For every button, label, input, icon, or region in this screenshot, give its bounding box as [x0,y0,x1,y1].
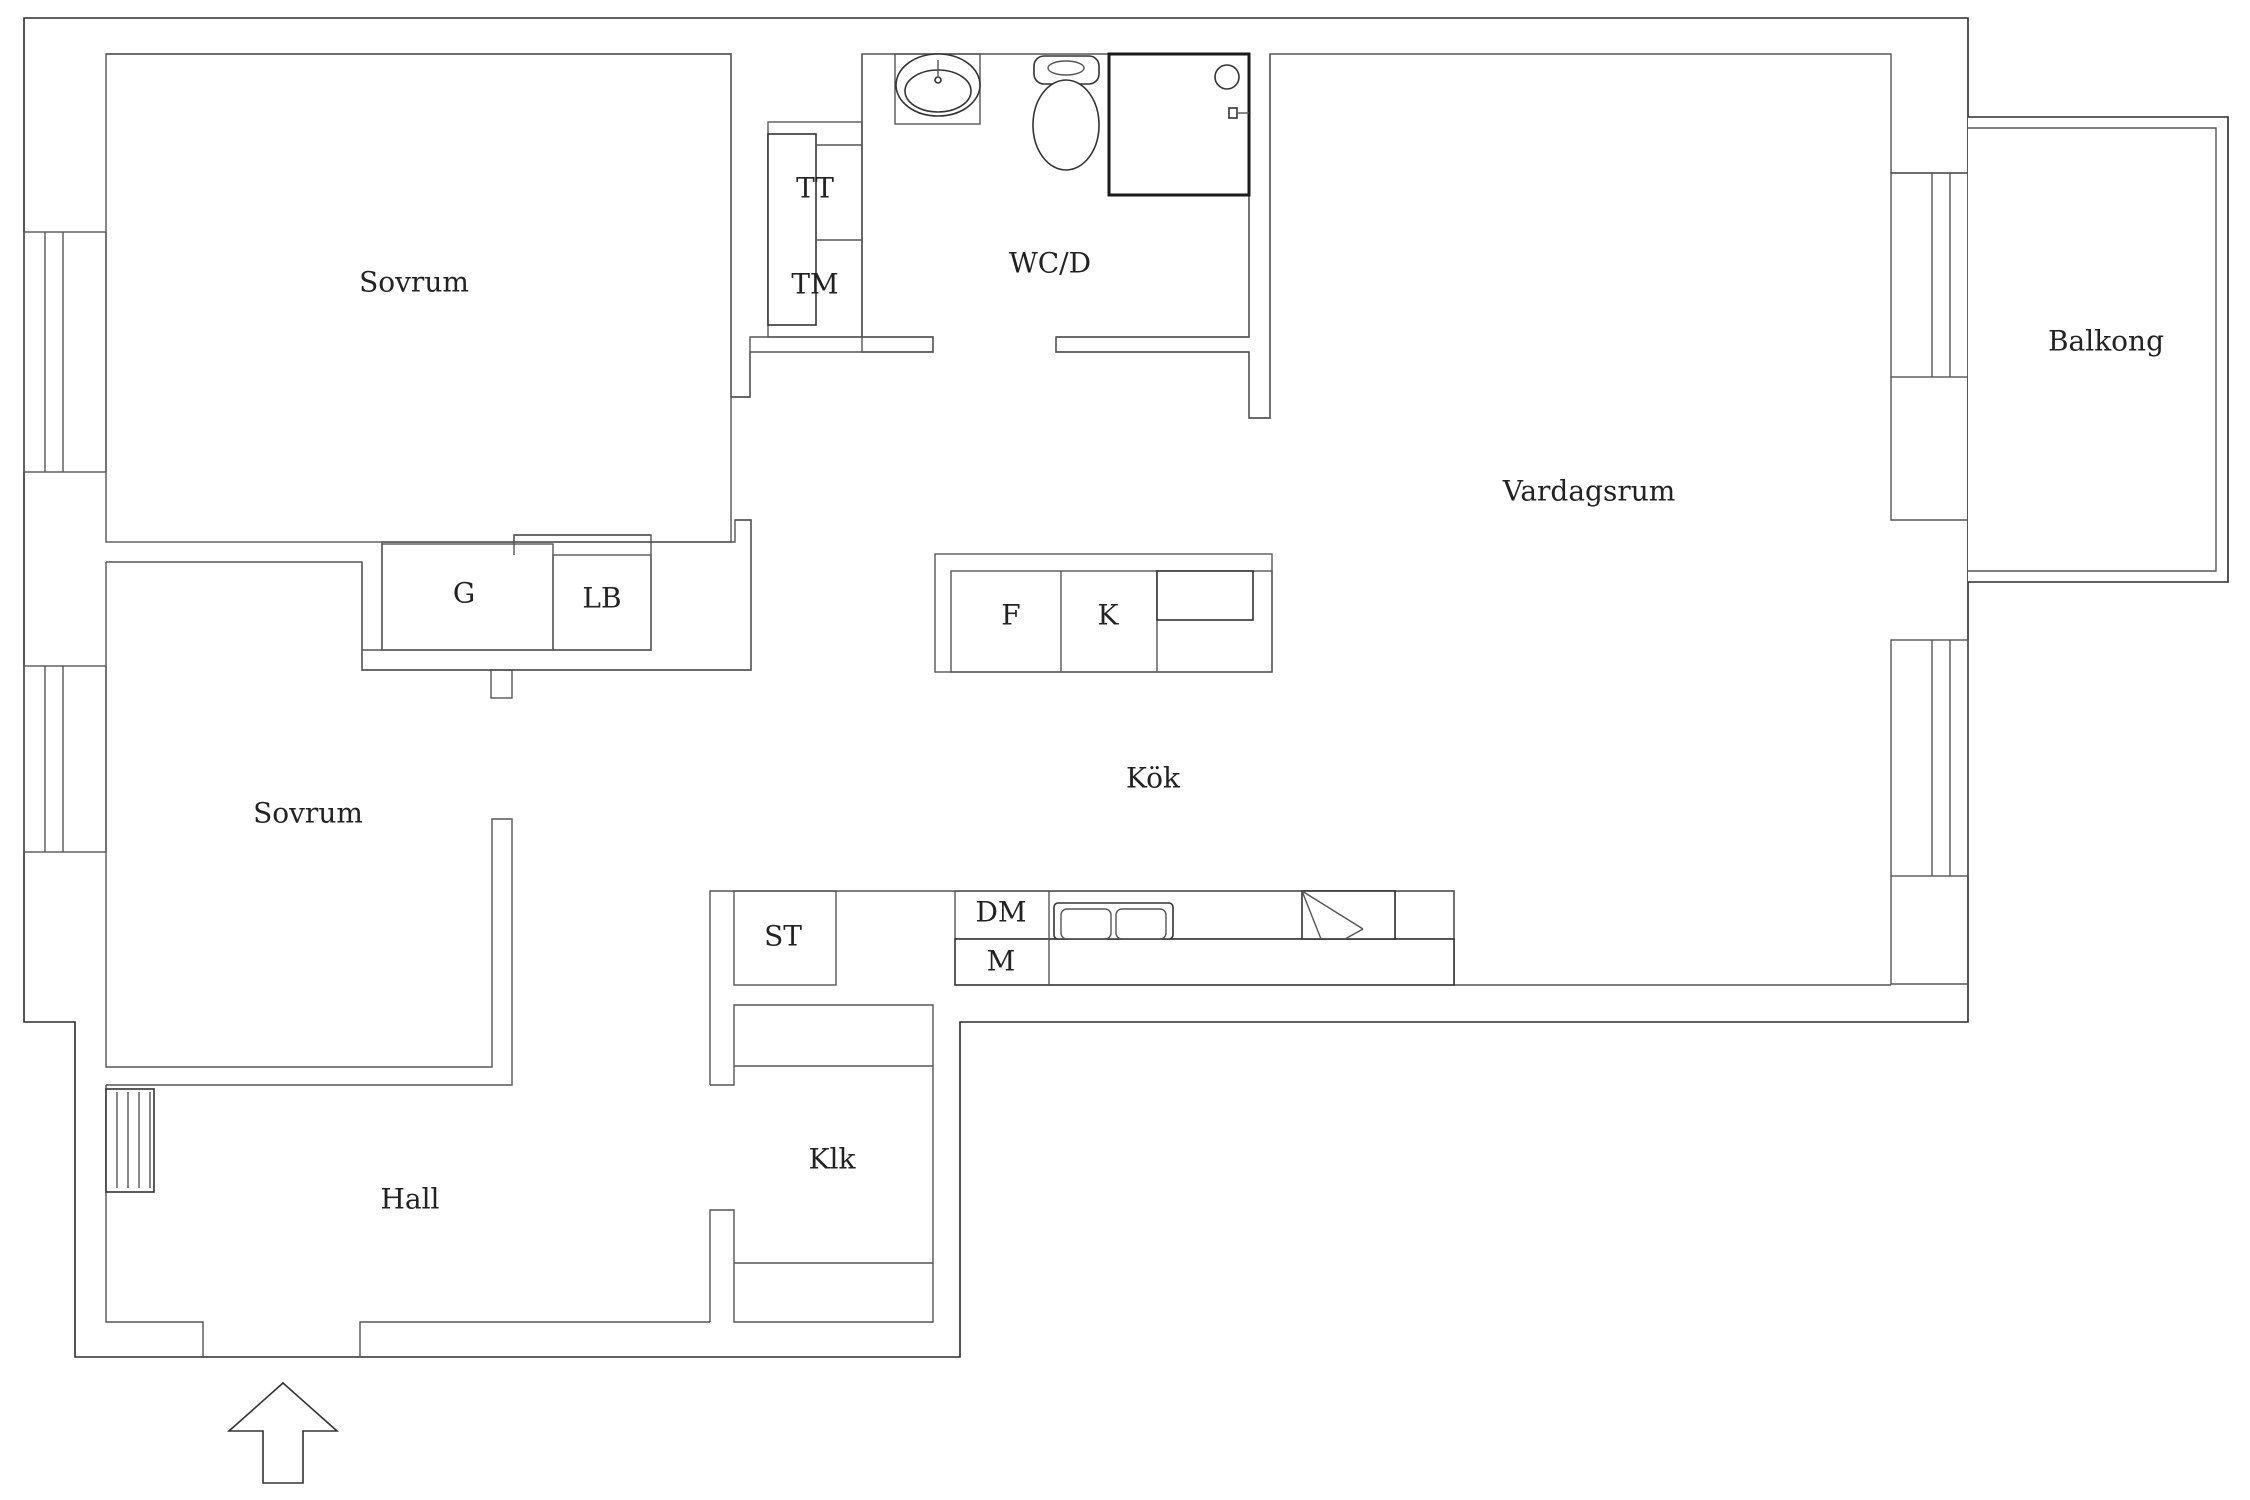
fixture-label-tt: TT [796,172,834,205]
hall-walls [105,1085,710,1357]
window-right-bottom [1890,639,1969,877]
sovrum-bottom-walls [105,562,513,1086]
fixture-label-tm: TM [791,268,838,301]
fixture-label-st: ST [764,920,802,953]
cooktop-icon [1301,890,1396,940]
balkong-outline [1968,116,2229,583]
fixture-label-dm: DM [975,896,1026,929]
sink-icon [894,53,981,125]
room-label-klk: Klk [809,1143,857,1176]
toilet-icon [1032,55,1100,171]
room-label-balkong: Balkong [2048,325,2164,358]
living-room-wall-right [1890,377,1968,985]
kitchen-counter [709,890,1891,1085]
window-left-top [23,231,107,473]
fixture-label-g: G [453,577,475,610]
fixture-label-lb: LB [582,582,621,615]
window-left-bottom [23,665,107,853]
laundry-cabinet [767,121,863,338]
outer-wall [23,17,1969,1358]
radiator-icon [105,1088,155,1193]
closets-g-lb [361,519,752,699]
room-label-kok: Kök [1126,762,1181,795]
room-label-wc: WC/D [1009,247,1091,280]
room-label-vardagsrum: Vardagsrum [1502,475,1676,508]
shower-icon [1107,52,1251,197]
room-label-sovrum-top: Sovrum [359,266,469,299]
balkong-inner [1968,127,2217,572]
kitchen-sink-icon [1053,902,1174,940]
fixture-label-f: F [1001,599,1020,632]
room-label-hall: Hall [380,1183,439,1216]
entrance-arrow-icon [226,1381,340,1484]
room-label-sovrum-bottom: Sovrum [253,797,363,830]
fixture-label-m: M [987,945,1016,978]
fixture-label-k: K [1098,599,1120,632]
klk-closet [709,1004,934,1323]
kitchen-island [934,553,1273,673]
